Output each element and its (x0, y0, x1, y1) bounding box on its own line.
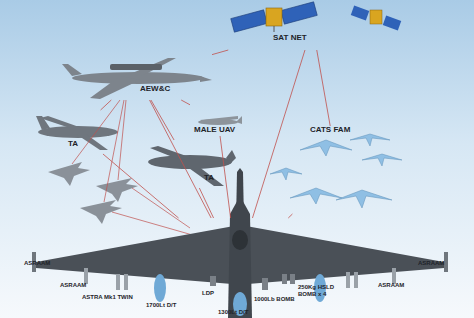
link-line (150, 100, 212, 218)
aircraft-node: SAT NET (225, 2, 400, 50)
weapon-label: 1000Lb BOMB (254, 296, 295, 303)
aircraft-node-weapons: ASRAAM ASRAAM ASTRA Mk1 TWIN 1700Lt D/T LDP 1… (22, 218, 452, 317)
link-line (103, 154, 179, 218)
drone-group (270, 134, 402, 208)
link-line (220, 136, 231, 218)
weapon-label: 1700Lt D/T (146, 302, 176, 309)
weapon-label: ASRAAM (24, 260, 50, 267)
link-line (317, 50, 330, 126)
link-line (101, 100, 112, 110)
weapon-label: ASTRA Mk1 TWIN (82, 294, 133, 301)
link-line (72, 100, 196, 236)
aircraft-label: AEW&C (140, 85, 170, 94)
link-line (181, 100, 190, 105)
transport-aircraft (36, 116, 118, 150)
weapon-label: ASRAAM (418, 260, 444, 267)
aircraft-label: CATS FAM (310, 126, 350, 135)
link-line (199, 188, 213, 218)
transport-aircraft (148, 146, 236, 186)
weapon-label: 1300Lt D/T (218, 309, 248, 316)
fighter-jet (32, 168, 448, 318)
weapon-label: ASRAAM (60, 282, 86, 289)
aircraft-label: TA (68, 140, 78, 149)
aircraft-label: MALE UAV (194, 126, 235, 135)
aewc-aircraft (62, 58, 212, 99)
fighter-aircraft (48, 162, 138, 224)
weapon-label: 250Kg HSLD BOMB x 4 (298, 284, 342, 297)
weapon-label: LDP (202, 290, 214, 297)
link-line (212, 50, 228, 55)
weapon-label: ASRAAM (378, 282, 404, 289)
satellite-icon (351, 6, 401, 31)
aircraft-node: TA (36, 110, 118, 154)
aircraft-node: TA (146, 140, 230, 188)
link-line (252, 50, 305, 218)
aircraft-node: MALE UAV (190, 104, 246, 136)
aircraft-label: TA (204, 174, 214, 183)
aircraft-node: CATS FAM (266, 126, 410, 214)
link-line (151, 100, 174, 140)
uav-aircraft (198, 116, 242, 125)
aircraft-label: SAT NET (273, 34, 307, 43)
aircraft-node: AEW&C (62, 52, 212, 100)
link-line (288, 214, 292, 218)
satellite-icon (231, 2, 317, 32)
